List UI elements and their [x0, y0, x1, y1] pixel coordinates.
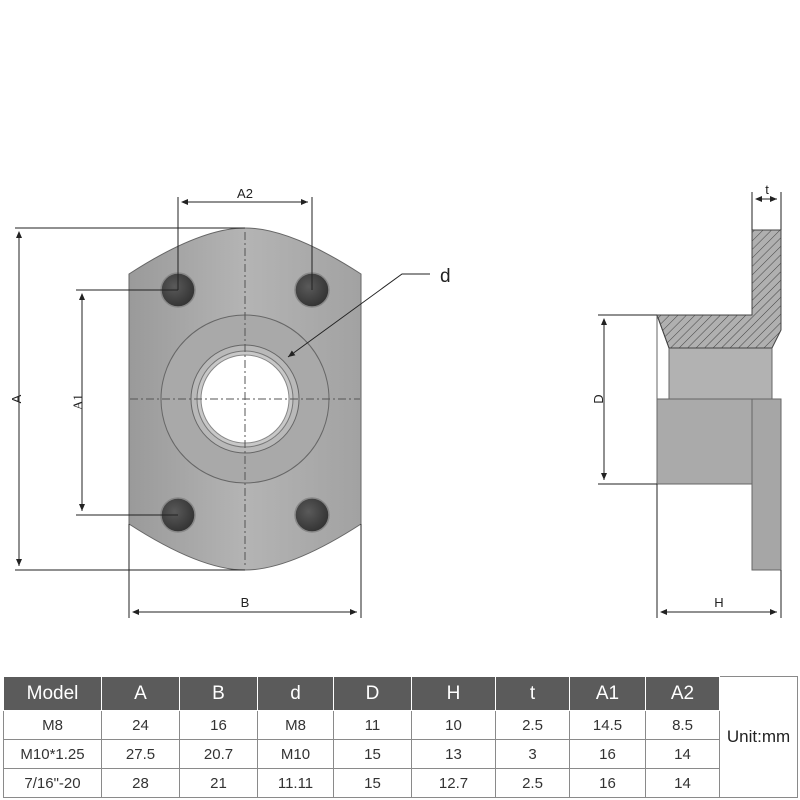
header-D: D [333, 676, 412, 711]
table-cell: 16 [569, 739, 646, 769]
header-d: d [257, 676, 334, 711]
table-cell: 14 [645, 768, 720, 798]
label-A1: A1 [70, 394, 85, 410]
dimension-t: t [751, 182, 782, 230]
table-cell: 7/16"-20 [3, 768, 102, 798]
dimension-A1: A1 [70, 289, 178, 516]
table-cell: M8 [257, 710, 334, 740]
leader-d: d [287, 266, 451, 358]
dimension-D: D [591, 314, 657, 485]
table-cell: 15 [333, 739, 412, 769]
table-cell: 2.5 [495, 768, 570, 798]
table-cell: M10*1.25 [3, 739, 102, 769]
label-A2: A2 [237, 186, 253, 201]
flange-side [751, 398, 782, 571]
table-cell: 28 [101, 768, 180, 798]
table-cell: 2.5 [495, 710, 570, 740]
table-cell: 14 [645, 739, 720, 769]
dimension-A: A [9, 227, 245, 571]
header-A: A [101, 676, 180, 711]
table-row: M10*1.25 27.5 20.7 M10 15 13 3 16 14 [3, 739, 798, 769]
label-H: H [714, 595, 723, 610]
table-cell: 14.5 [569, 710, 646, 740]
table-header-row: Model A B d D H t A1 A2 Unit:mm [3, 676, 798, 798]
dimension-H: H [656, 484, 782, 618]
unit-label: Unit:mm [719, 676, 798, 798]
table-cell: 16 [569, 768, 646, 798]
body-lower [656, 398, 753, 485]
header-B: B [179, 676, 258, 711]
table-cell: 13 [411, 739, 496, 769]
header-model: Model [3, 676, 102, 711]
table-cell: 20.7 [179, 739, 258, 769]
spec-table: Model A B d D H t A1 A2 Unit:mm M8 24 16… [3, 676, 798, 798]
front-view [128, 227, 362, 571]
technical-drawing: A A1 A2 B d [9, 182, 782, 618]
table-cell: 3 [495, 739, 570, 769]
section-hatch [656, 229, 782, 349]
label-D: D [591, 394, 606, 403]
header-A1: A1 [569, 676, 646, 711]
label-A: A [9, 394, 24, 403]
table-cell: 11.11 [257, 768, 334, 798]
table-cell: 16 [179, 710, 258, 740]
header-t: t [495, 676, 570, 711]
table-cell: 12.7 [411, 768, 496, 798]
label-B: B [241, 595, 250, 610]
table-cell: 15 [333, 768, 412, 798]
table-row: M8 24 16 M8 11 10 2.5 14.5 8.5 [3, 710, 798, 740]
label-d: d [440, 266, 451, 287]
table-cell: 8.5 [645, 710, 720, 740]
table-cell: 10 [411, 710, 496, 740]
table-cell: M8 [3, 710, 102, 740]
table-cell: M10 [257, 739, 334, 769]
table-cell: 24 [101, 710, 180, 740]
table-cell: 21 [179, 768, 258, 798]
label-t: t [765, 182, 769, 197]
dimension-A2: A2 [177, 186, 313, 290]
header-A2: A2 [645, 676, 720, 711]
table-cell: 27.5 [101, 739, 180, 769]
dimension-B: B [128, 524, 362, 618]
table-cell: 11 [333, 710, 412, 740]
side-view [656, 229, 782, 571]
header-H: H [411, 676, 496, 711]
table-row: 7/16"-20 28 21 11.11 15 12.7 2.5 16 14 [3, 768, 798, 798]
bolt-hole-bottom-right [294, 497, 330, 533]
body-thread [668, 347, 773, 400]
